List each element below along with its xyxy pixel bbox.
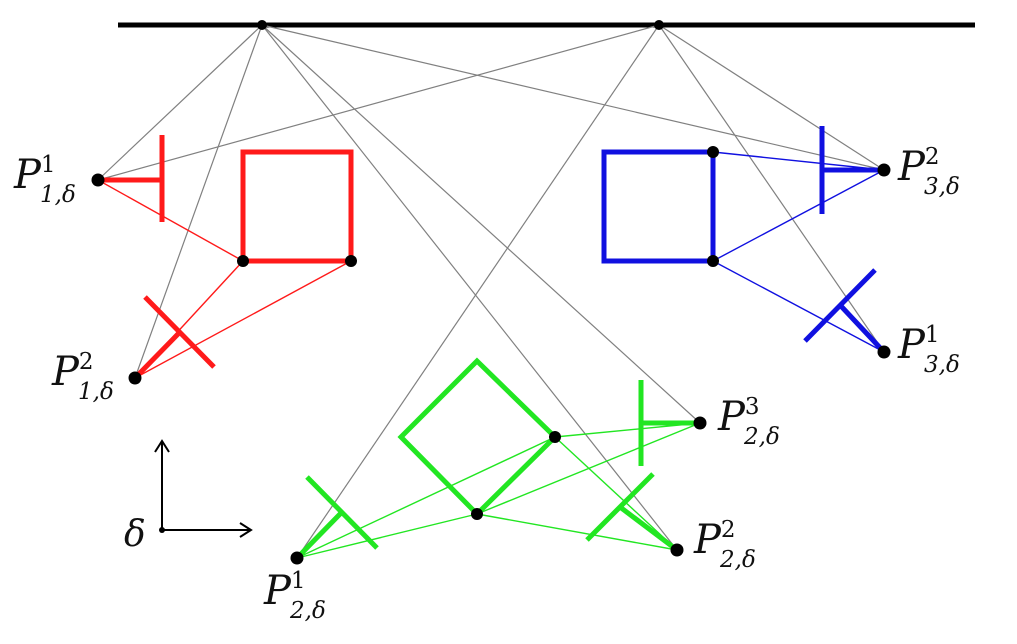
label-base: P: [13, 152, 42, 198]
point-p1-2: [128, 371, 142, 385]
green-group: [295, 357, 701, 560]
green-node: [471, 508, 483, 520]
label-sub: 2,δ: [289, 598, 326, 624]
ray: [97, 24, 263, 181]
blue-stem-2: [838, 303, 886, 354]
red-stem-2: [133, 330, 182, 380]
label-sub: 1,δ: [40, 182, 76, 208]
red-link: [97, 179, 244, 262]
green-node: [549, 431, 561, 443]
ray: [261, 24, 885, 171]
label-base: P: [897, 322, 926, 368]
top-anchor-right: [654, 20, 664, 30]
label-p1-2: P2 1,δ: [51, 349, 114, 405]
blue-link: [712, 151, 885, 171]
blue-group: [601, 126, 886, 354]
point-p1-1: [91, 173, 105, 187]
label-p2-2: P2 2,δ: [693, 517, 756, 573]
blue-link: [712, 169, 885, 262]
ray: [658, 24, 885, 171]
ray: [97, 24, 660, 181]
label-sub: 1,δ: [78, 379, 114, 405]
arrow-up-icon: [154, 439, 170, 453]
delta-label: δ: [124, 514, 146, 555]
label-p2-3: P3 2,δ: [717, 394, 780, 450]
label-sup: 3: [745, 394, 760, 420]
label-base: P: [717, 394, 746, 440]
blue-square: [601, 149, 716, 264]
point-p2-1: [290, 551, 304, 565]
ray: [134, 24, 263, 379]
label-p2-1: P1 2,δ: [263, 568, 326, 624]
axes-indicator: [154, 439, 253, 538]
green-stem-2: [618, 505, 679, 552]
green-link: [296, 513, 478, 559]
blue-node: [707, 255, 719, 267]
green-stem-3: [295, 510, 344, 560]
red-node: [237, 255, 249, 267]
label-p1-1: P1 1,δ: [13, 152, 76, 208]
arrow-right-icon: [239, 522, 253, 538]
label-base: P: [693, 517, 722, 563]
red-group: [97, 135, 357, 380]
red-link: [134, 260, 352, 379]
label-sub: 2,δ: [719, 547, 756, 573]
ray: [296, 24, 660, 559]
blue-link: [712, 260, 885, 353]
ray: [261, 24, 701, 424]
green-link: [476, 513, 678, 551]
points: [91, 163, 891, 565]
label-sub: 3,δ: [924, 174, 960, 200]
label-p3-2: P2 3,δ: [897, 144, 960, 200]
label-p3-1: P1 3,δ: [897, 322, 960, 378]
label-sup: 1: [925, 322, 940, 348]
gray-rays: [97, 24, 885, 559]
label-sup: 1: [291, 568, 306, 594]
top-anchor-left: [257, 20, 267, 30]
label-sup: 1: [41, 152, 56, 178]
green-link: [554, 436, 678, 551]
label-sup: 2: [79, 349, 94, 375]
axes-origin: [159, 527, 165, 533]
point-p2-3: [693, 416, 707, 430]
label-sup: 2: [925, 144, 940, 170]
point-p3-1: [877, 345, 891, 359]
point-p2-2: [670, 543, 684, 557]
label-base: P: [263, 568, 292, 614]
point-p3-2: [877, 163, 891, 177]
red-square: [240, 149, 354, 264]
label-base: P: [897, 144, 926, 190]
red-node: [345, 255, 357, 267]
green-link: [296, 436, 556, 559]
label-base: P: [51, 349, 80, 395]
label-sub: 2,δ: [743, 424, 780, 450]
label-sub: 3,δ: [924, 352, 960, 378]
label-sup: 2: [721, 517, 736, 543]
ray: [261, 24, 678, 551]
blue-node: [707, 146, 719, 158]
